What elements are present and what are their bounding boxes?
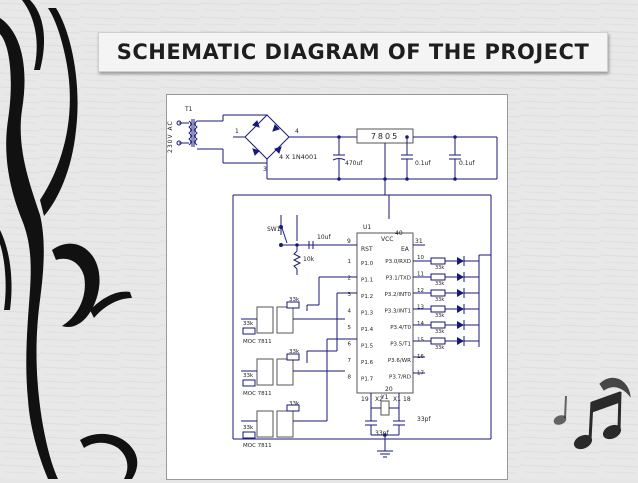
led-resistor-value: 33k xyxy=(435,313,444,319)
mcu-right-pin-name: P3.1/TXD xyxy=(386,276,411,282)
mcu-left-pin-number: 8 xyxy=(348,375,352,381)
gnd-pin: 20 xyxy=(385,386,393,393)
mcu-left-pin-name: P1.4 xyxy=(361,327,374,333)
mcu-left-pin-number: 1 xyxy=(348,259,352,265)
mcu-right-pin-name: P3.2/INT0 xyxy=(384,292,411,298)
mcu-right-pin-name: P3.4/T0 xyxy=(390,325,411,331)
mcu-ea-label: EA xyxy=(401,246,410,253)
mcu-rst-pin: 9 xyxy=(347,238,351,245)
xtal-cap-2: 33pf xyxy=(417,416,431,423)
optocoupler-resistor-a: 33k xyxy=(289,401,300,407)
schematic-diagram: T1 230V AC 1 4 3 4 X 1N4001 7805 470uf 0… xyxy=(167,106,498,458)
mcu-right-pin-name: P3.3/INT1 xyxy=(384,309,411,315)
led-resistor-value: 33k xyxy=(435,281,444,287)
rectifier-pin-right: 4 xyxy=(295,128,299,135)
mcu-chip xyxy=(356,232,414,394)
mcu-right-pin-number: 12 xyxy=(417,288,424,294)
cap-0p1uf-2: 0.1uf xyxy=(459,160,475,167)
swirl-ornament-left xyxy=(0,0,132,479)
music-notes-icon xyxy=(553,377,631,450)
cap-0p1uf-1: 0.1uf xyxy=(415,160,431,167)
mcu-left-pin-name: P1.3 xyxy=(361,311,374,317)
mcu-left-pin-number: 5 xyxy=(348,325,352,331)
led-resistor-value: 33k xyxy=(435,345,444,351)
optocoupler-resistor-b: 33k xyxy=(243,425,254,431)
led-resistor-value: 33k xyxy=(435,297,444,303)
mcu-right-pin-number: 14 xyxy=(417,321,424,327)
xtal-pin-right: 18 xyxy=(403,396,411,403)
mcu-left-pin-number: 2 xyxy=(348,276,352,282)
mcu-left-pin-name: P1.5 xyxy=(361,344,374,350)
mcu-right-pin-number: 16 xyxy=(417,354,424,360)
mcu-vcc-pin: 40 xyxy=(395,230,403,237)
mcu-left-pin-number: 7 xyxy=(348,358,352,364)
mcu-right-pin-number: 13 xyxy=(417,305,424,311)
mcu-left-pin-name: P1.1 xyxy=(361,278,373,284)
mcu-left-pin-number: 4 xyxy=(348,309,352,315)
transformer-symbol xyxy=(176,119,198,147)
xtal-x2-label: X2 xyxy=(375,396,383,403)
mcu-rst-label: RST xyxy=(361,246,373,253)
swirl-ornament-bottom xyxy=(80,433,138,479)
mcu-left-pin-number: 3 xyxy=(348,292,352,298)
reset-switch xyxy=(279,224,288,247)
cap-10uf: 10uf xyxy=(317,234,331,241)
switch-ref: SW1 xyxy=(267,226,281,233)
mcu-right-pin-number: 11 xyxy=(417,272,424,278)
mcu-ref: U1 xyxy=(363,224,371,231)
led-resistor-value: 33k xyxy=(435,265,444,271)
mcu-right-pin-name: P3.5/T1 xyxy=(390,342,411,348)
optocoupler-part: MOC 7811 xyxy=(243,339,272,345)
xtal-ref: Y1 xyxy=(380,394,389,401)
xtal-cap-1: 33pf xyxy=(375,430,389,437)
mcu-left-pin-name: P1.0 xyxy=(361,261,374,267)
mcu-left-pin-name: P1.7 xyxy=(361,377,374,383)
mcu-left-pin-name: P1.2 xyxy=(361,294,373,300)
mcu-left-pin-number: 6 xyxy=(348,342,352,348)
mcu-right-pin-name: P3.7/RD xyxy=(389,375,411,381)
regulator-label: 7805 xyxy=(371,132,399,141)
rectifier-pin-bottom: 3 xyxy=(263,166,267,173)
rectifier-pin-left: 1 xyxy=(235,128,239,135)
resistor-10k: 10k xyxy=(303,256,315,263)
mcu-right-pin-number: 17 xyxy=(417,371,424,377)
mcu-ea-pin: 31 xyxy=(415,238,423,245)
mcu-vcc-label: VCC xyxy=(381,236,393,243)
xtal-pin-left: 19 xyxy=(361,396,369,403)
schematic-panel: T1 230V AC 1 4 3 4 X 1N4001 7805 470uf 0… xyxy=(166,94,508,480)
led-resistor-value: 33k xyxy=(435,329,444,335)
optocoupler-resistor-a: 33k xyxy=(289,297,300,303)
mcu-right-pin-number: 10 xyxy=(417,255,424,261)
xtal-x1-label: X1 xyxy=(393,396,401,403)
rectifier-part: 4 X 1N4001 xyxy=(279,153,317,161)
supply-label: 230V AC xyxy=(167,120,174,153)
optocoupler-resistor-a: 33k xyxy=(289,349,300,355)
mcu-right-pin-name: P3.6/WR xyxy=(388,358,411,364)
optocoupler-part: MOC 7811 xyxy=(243,443,272,449)
mcu-right-pin-name: P3.0/RXD xyxy=(385,259,411,265)
cap-470uf: 470uf xyxy=(345,160,363,167)
optocoupler-resistor-b: 33k xyxy=(243,321,254,327)
page-title: SCHEMATIC DIAGRAM OF THE PROJECT xyxy=(98,32,608,72)
mcu-right-pin-number: 15 xyxy=(417,338,424,344)
transformer-ref: T1 xyxy=(184,106,193,113)
optocoupler-resistor-b: 33k xyxy=(243,373,254,379)
optocoupler-part: MOC 7811 xyxy=(243,391,272,397)
mcu-left-pin-name: P1.6 xyxy=(361,360,374,366)
